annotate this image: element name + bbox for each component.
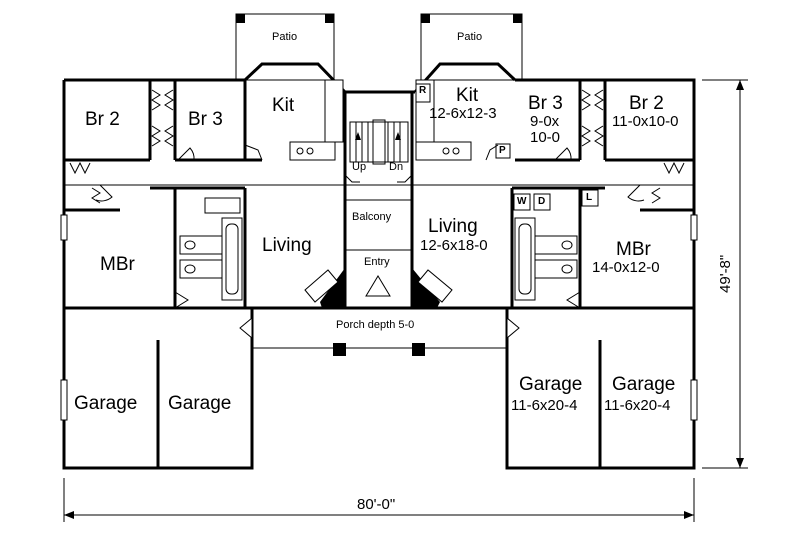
- kitchen-counters: [289, 79, 511, 161]
- patio-right: [420, 13, 523, 81]
- bathroom-left: [179, 197, 243, 301]
- porch-area: [239, 307, 520, 356]
- dryer-label: D: [538, 196, 546, 207]
- living-left-label: Living: [262, 235, 312, 256]
- entry-doors: [304, 268, 453, 308]
- living-right-size: 12-6x18-0: [420, 237, 488, 254]
- garage-4-size: 11-6x20-4: [604, 397, 671, 414]
- br2-right-label: Br 2: [629, 93, 664, 114]
- hall-lines: [64, 184, 694, 251]
- br3-right-label: Br 3: [528, 93, 563, 114]
- br2-left-label: Br 2: [85, 109, 120, 130]
- br2-right-size: 11-0x10-0: [612, 113, 679, 130]
- washer-label: W: [517, 196, 527, 207]
- living-right-label: Living: [428, 216, 478, 237]
- garage-1-label: Garage: [74, 393, 138, 414]
- porch-label: Porch depth 5-0: [336, 319, 415, 331]
- mbr-left-label: MBr: [100, 254, 135, 275]
- mbr-right-size: 14-0x12-0: [592, 259, 660, 276]
- closet-doors: [69, 89, 685, 204]
- stairs-down-label: Dn: [389, 161, 404, 173]
- garage-3-size: 11-6x20-4: [511, 397, 578, 414]
- refrigerator-label: R: [419, 85, 427, 96]
- window-marks: [60, 214, 698, 421]
- stairs: [344, 119, 413, 183]
- patio-right-label: Patio: [457, 31, 483, 43]
- patio-left: [235, 13, 335, 81]
- br3-left-label: Br 3: [188, 109, 223, 130]
- width-dimension-label: 80'-0": [353, 497, 400, 513]
- br3-right-size1: 9-0x: [530, 113, 560, 130]
- garage-3-label: Garage: [519, 374, 583, 395]
- linen-label: L: [586, 192, 593, 203]
- dimension-depth: [702, 79, 748, 469]
- depth-dimension-label: 49'-8": [717, 251, 734, 296]
- garage-4-label: Garage: [612, 374, 676, 395]
- bathroom-right: [513, 189, 599, 301]
- kit-right-label: Kit: [456, 85, 479, 106]
- dimension-width: [63, 478, 695, 522]
- garage-2-label: Garage: [168, 393, 232, 414]
- kit-left-label: Kit: [272, 95, 295, 116]
- stairs-up-label: Up: [352, 161, 367, 173]
- mbr-right-label: MBr: [616, 239, 651, 260]
- pantry-label: P: [499, 145, 506, 156]
- balcony-label: Balcony: [352, 211, 392, 223]
- patio-left-label: Patio: [272, 31, 298, 43]
- entry-label: Entry: [364, 256, 390, 268]
- door-swings: [95, 144, 645, 309]
- kit-right-size: 12-6x12-3: [429, 105, 497, 122]
- br3-right-size2: 10-0: [530, 129, 561, 146]
